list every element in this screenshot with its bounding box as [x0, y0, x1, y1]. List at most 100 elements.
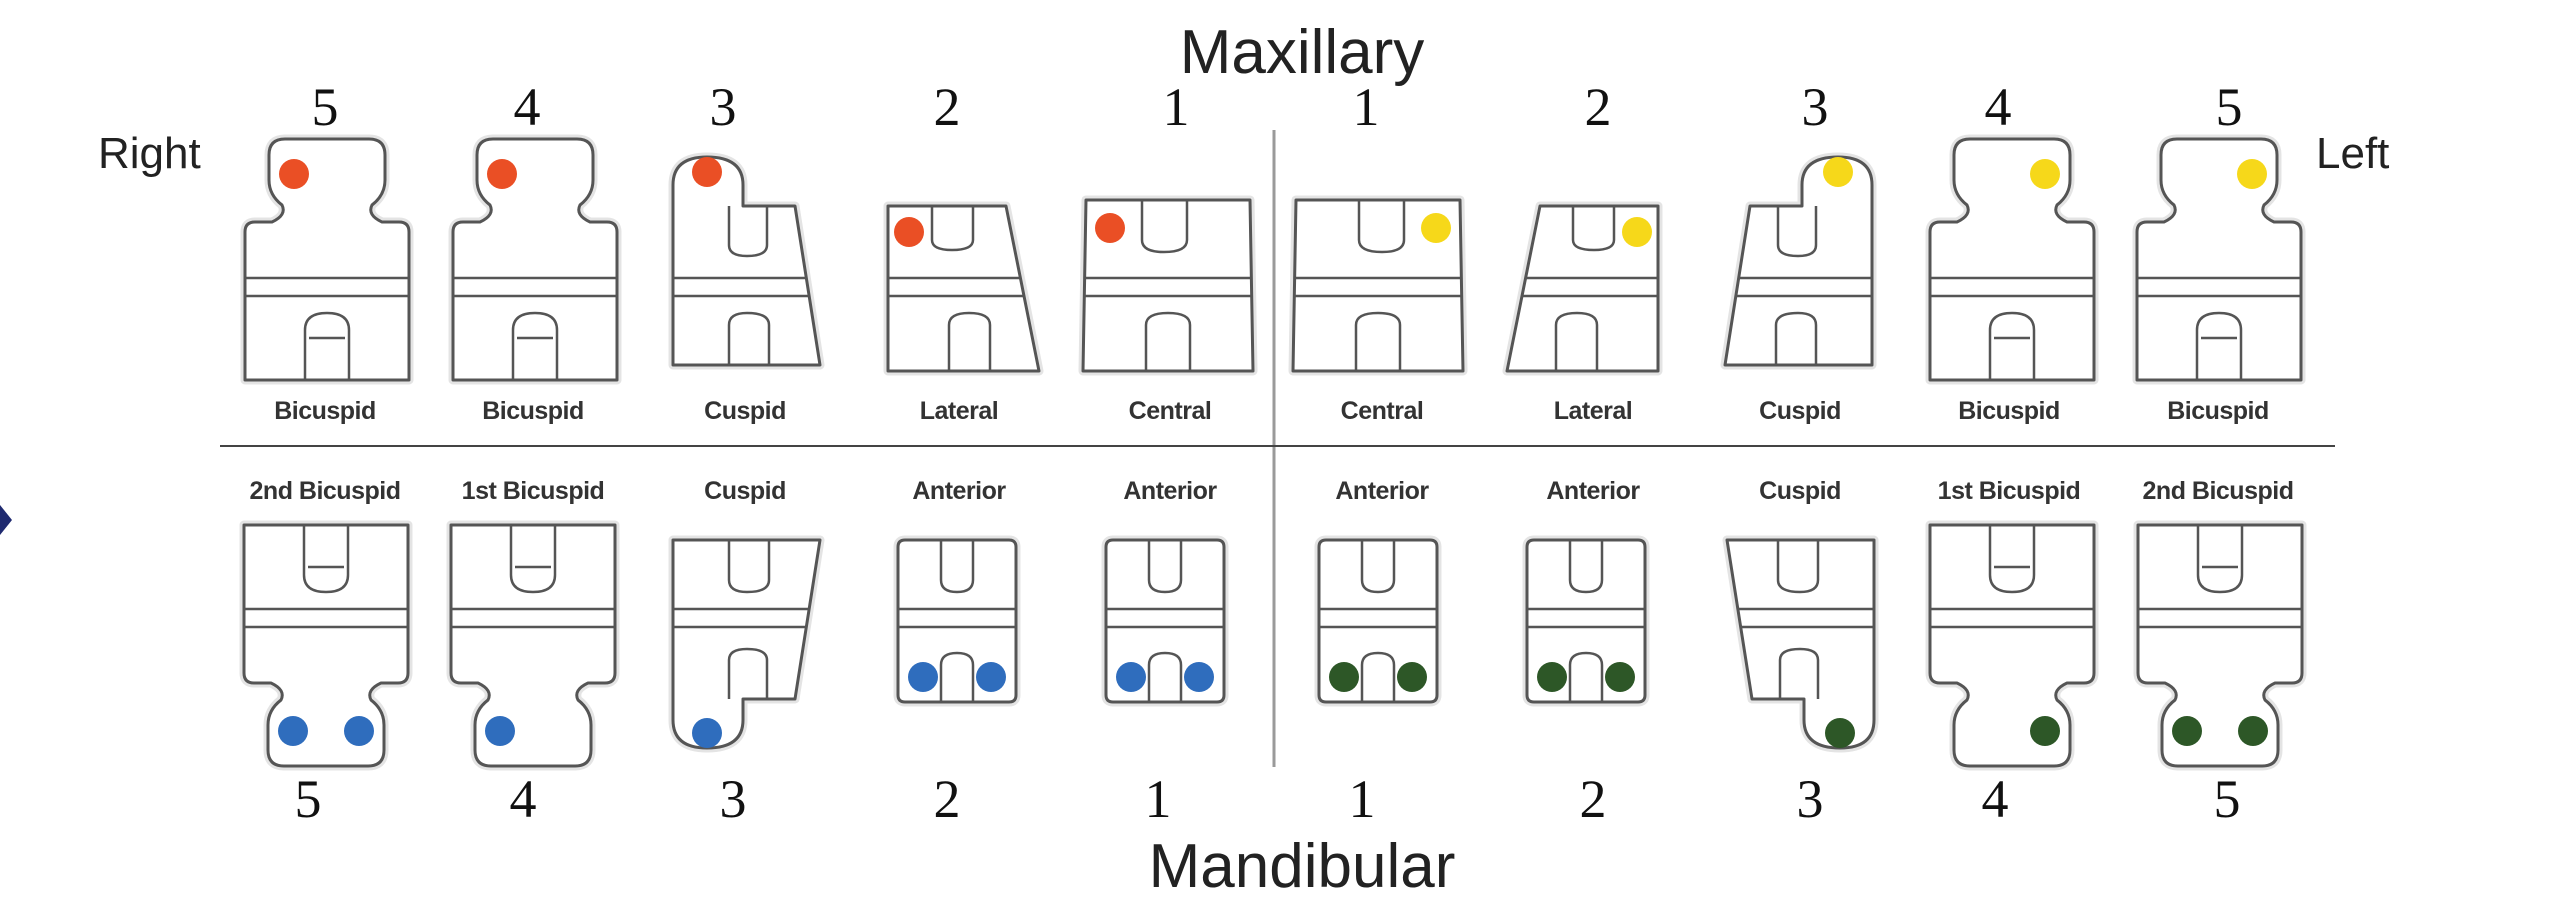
color-code-dot: [2238, 716, 2268, 746]
bracket-detail: [1778, 647, 1820, 699]
maxillary-left-5-bracket-icon: [2132, 134, 2306, 385]
bracket-outline: [1723, 155, 1874, 367]
mandibular-left-2-bracket-icon: [1522, 535, 1650, 707]
color-code-dot: [976, 662, 1006, 692]
bracket-outline: [242, 523, 410, 768]
mandibular-tooth-number: 2: [933, 769, 961, 829]
maxillary-left-4-bracket-icon: [1925, 134, 2099, 385]
color-code-dot: [2030, 159, 2060, 189]
bracket-detail: [1776, 206, 1818, 258]
maxillary-tooth-label: Central: [1340, 397, 1424, 425]
left-side-label: Left: [2316, 129, 2390, 178]
maxillary-tooth-number: 4: [513, 77, 541, 137]
maxillary-tooth-label: Lateral: [919, 397, 999, 425]
bracket-detail: [939, 540, 975, 594]
color-code-dot: [1622, 217, 1652, 247]
maxillary-tooth-number: 2: [1584, 77, 1612, 137]
bracket-detail: [1568, 651, 1604, 702]
bracket-outline: [1928, 523, 2096, 768]
color-code-dot: [1605, 662, 1635, 692]
mandibular-tooth-label: 2nd Bicuspid: [249, 477, 401, 505]
bracket-detail: [930, 206, 975, 252]
mandibular-tooth-number: 1: [1348, 769, 1376, 829]
color-code-dot: [894, 217, 924, 247]
bracket-detail: [1357, 200, 1406, 254]
maxillary-tooth-label: Bicuspid: [482, 397, 584, 425]
maxillary-tooth-label: Lateral: [1553, 397, 1633, 425]
mandibular-tooth-number: 4: [1981, 769, 2009, 829]
maxillary-right-1-bracket-icon: [1078, 195, 1258, 376]
bracket-detail: [1571, 206, 1616, 252]
color-code-dot: [485, 716, 515, 746]
bracket-outline: [1081, 198, 1255, 373]
mandibular-left-4-bracket-icon: [1925, 520, 2099, 771]
maxillary-right-3-bracket-icon: [668, 152, 825, 370]
bracket-outline: [449, 523, 617, 768]
color-code-dot: [1184, 662, 1214, 692]
bracket-detail: [1776, 540, 1820, 594]
color-code-dot: [1537, 662, 1567, 692]
mandibular-tooth-label: Cuspid: [1759, 477, 1841, 505]
bracket-detail: [303, 311, 351, 380]
maxillary-tooth-label: Bicuspid: [1958, 397, 2060, 425]
bracket-outline: [1317, 538, 1439, 704]
maxillary-left-2-bracket-icon: [1502, 201, 1663, 376]
mandibular-tooth-number: 2: [1579, 769, 1607, 829]
bracket-detail: [2196, 525, 2244, 594]
bracket-detail: [947, 311, 992, 371]
mandibular-tooth-label: Anterior: [912, 477, 1006, 505]
bracket-detail: [1360, 540, 1396, 594]
bracket-outline: [886, 204, 1041, 373]
maxillary-tooth-number: 1: [1352, 77, 1380, 137]
color-code-dot: [1823, 157, 1853, 187]
bracket-detail: [302, 525, 350, 594]
maxillary-tooth-number: 4: [1984, 77, 2012, 137]
maxillary-title: Maxillary: [1179, 18, 1425, 87]
bracket-outline: [896, 538, 1018, 704]
mandibular-right-4-bracket-icon: [446, 520, 620, 771]
bracket-detail: [727, 540, 771, 594]
bracket-detail: [1147, 651, 1183, 702]
mandibular-tooth-label: 2nd Bicuspid: [2142, 477, 2294, 505]
right-side-label: Right: [98, 129, 201, 178]
mandibular-left-3-bracket-icon: [1722, 535, 1879, 753]
maxillary-tooth-number: 3: [709, 77, 737, 137]
bracket-outline: [1104, 538, 1226, 704]
mandibular-tooth-number: 3: [719, 769, 747, 829]
bracket-detail: [511, 311, 559, 380]
color-code-dot: [692, 157, 722, 187]
bracket-outline: [1725, 538, 1876, 750]
mandibular-tooth-label: 1st Bicuspid: [461, 477, 605, 505]
color-code-dot: [2172, 716, 2202, 746]
maxillary-tooth-label: Cuspid: [704, 397, 786, 425]
bracket-detail: [509, 525, 557, 594]
mandibular-right-5-bracket-icon: [239, 520, 413, 771]
bracket-outline: [671, 538, 822, 750]
mandibular-left-1-bracket-icon: [1314, 535, 1442, 707]
color-code-dot: [344, 716, 374, 746]
color-code-dot: [1329, 662, 1359, 692]
color-code-dot: [1116, 662, 1146, 692]
color-code-dot: [487, 159, 517, 189]
maxillary-left-1-bracket-icon: [1288, 195, 1468, 376]
bracket-detail: [1360, 651, 1396, 702]
maxillary-right-5-bracket-icon: [240, 134, 414, 385]
maxillary-tooth-label: Central: [1128, 397, 1212, 425]
mandibular-tooth-number: 5: [294, 769, 322, 829]
mandibular-tooth-number: 3: [1796, 769, 1824, 829]
color-code-dot: [908, 662, 938, 692]
color-code-dot: [1397, 662, 1427, 692]
bracket-detail: [1774, 311, 1818, 365]
bracket-outline: [243, 137, 411, 382]
color-code-dot: [1825, 718, 1855, 748]
mandibular-tooth-number: 4: [509, 769, 537, 829]
nav-arrow-icon[interactable]: [0, 503, 14, 537]
mandibular-right-3-bracket-icon: [668, 535, 825, 753]
bracket-outline: [1928, 137, 2096, 382]
bracket-detail: [727, 206, 769, 258]
mandibular-tooth-number: 1: [1144, 769, 1172, 829]
bracket-detail: [1568, 540, 1604, 594]
maxillary-right-2-bracket-icon: [883, 201, 1044, 376]
maxillary-tooth-label: Bicuspid: [2167, 397, 2269, 425]
maxillary-left-3-bracket-icon: [1720, 152, 1877, 370]
